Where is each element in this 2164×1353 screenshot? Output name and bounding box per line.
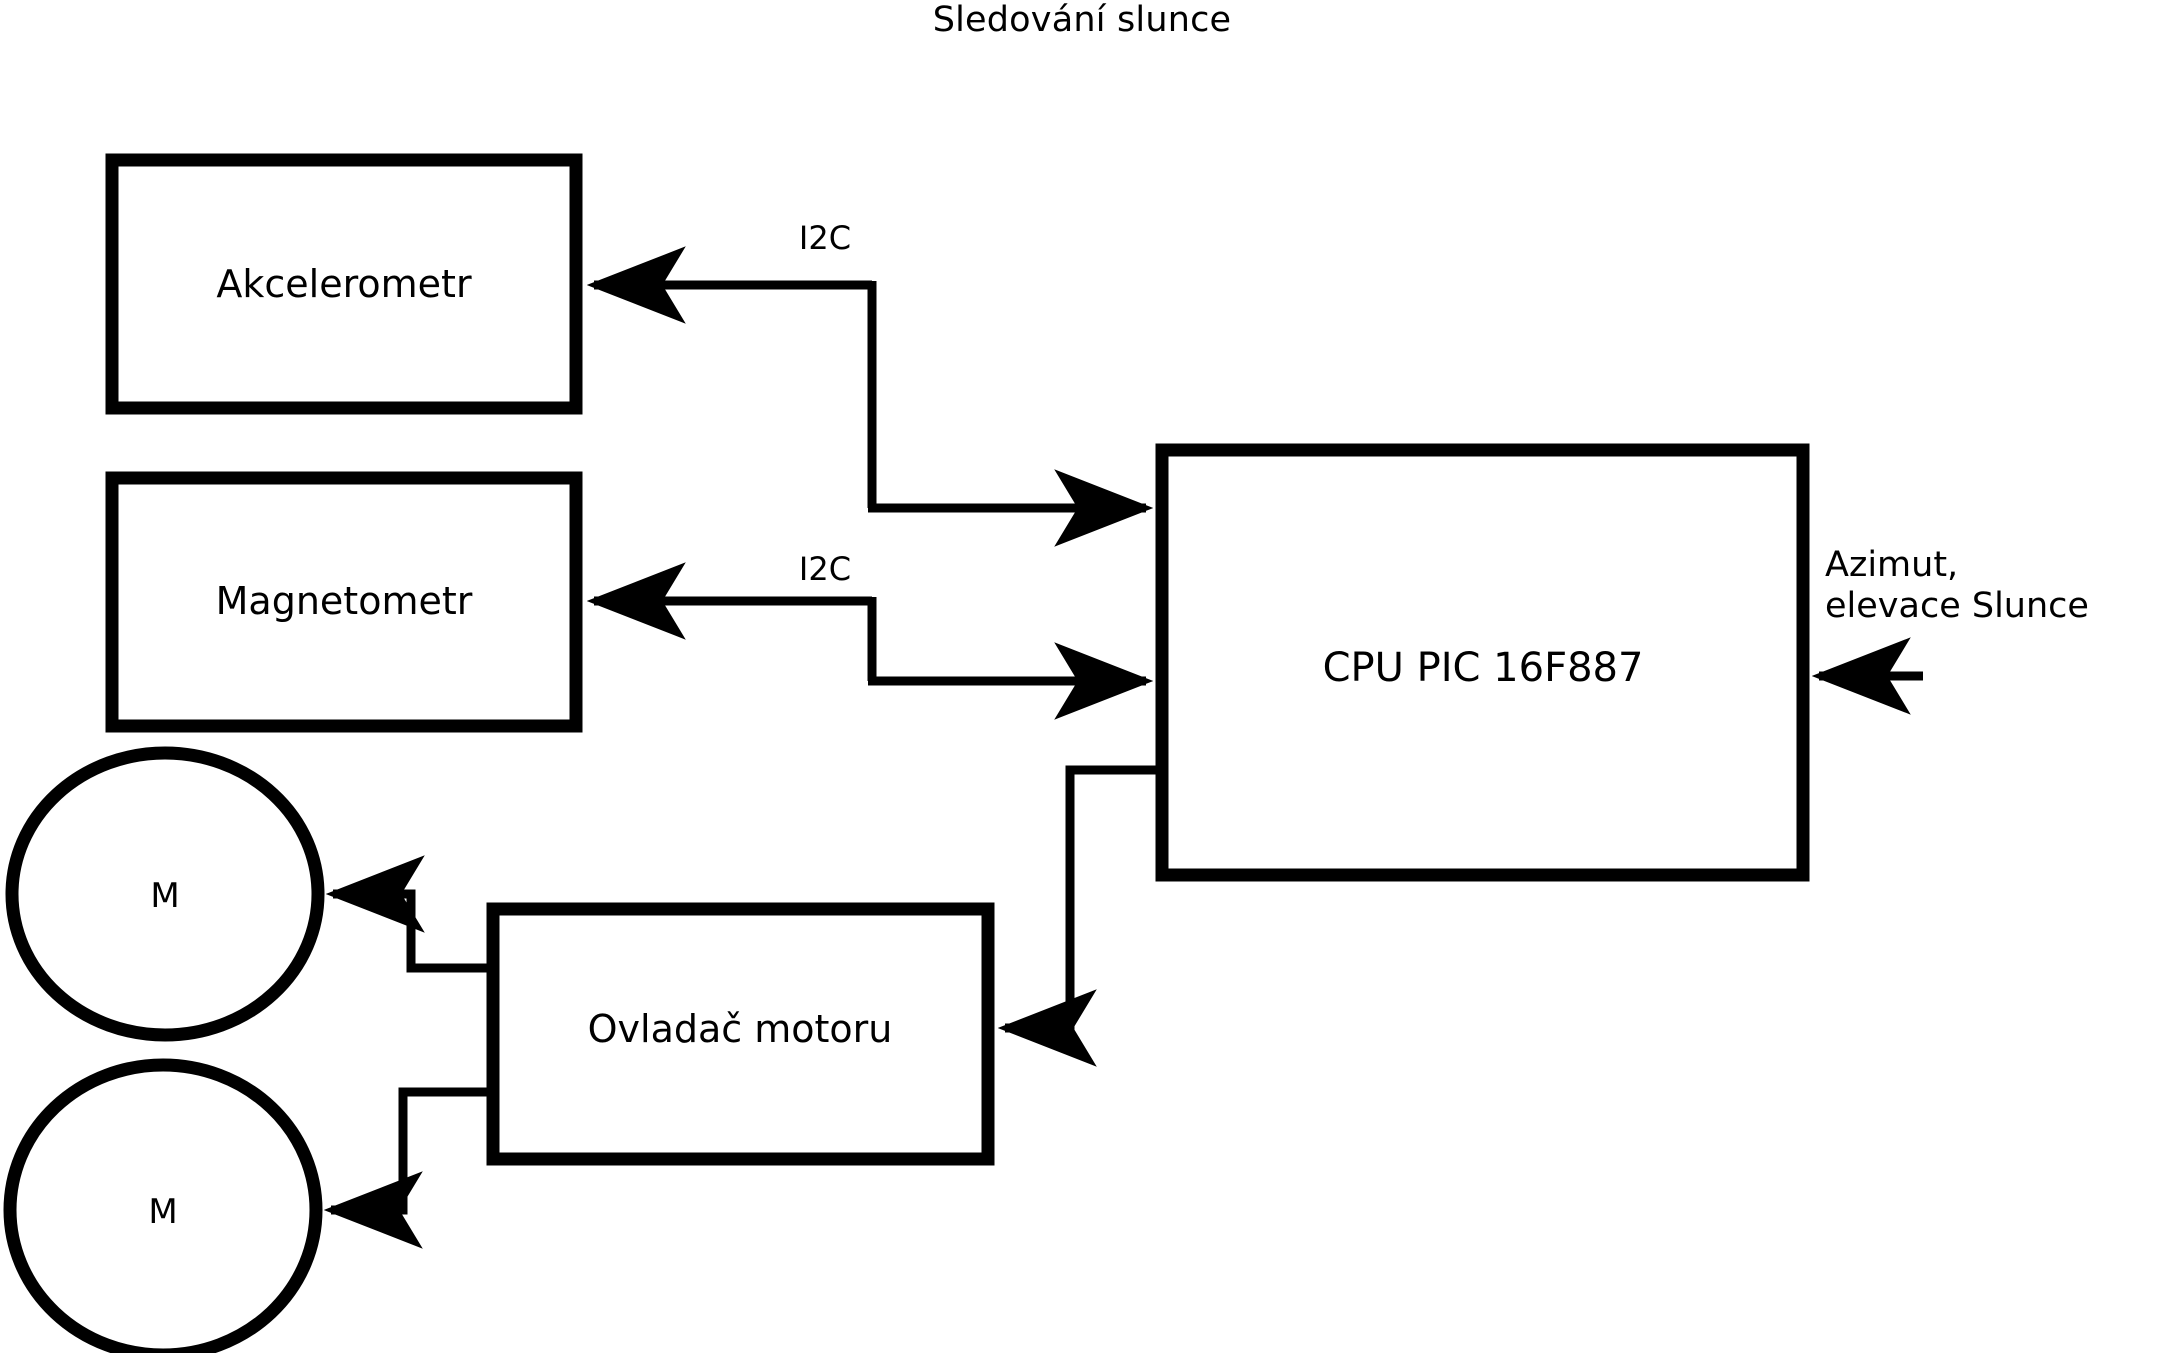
node-magnetometer-label: Magnetometr [215,579,473,624]
node-motor-bottom-label: M [148,1192,178,1233]
io-label-sun-input-line1: Azimut, [1825,545,1959,585]
node-accelerometer-shape [105,153,583,415]
node-motor-driver-shape [486,902,995,1166]
edge-motor-driver-to-motor-bottom [323,1087,493,1249]
node-motor-driver-label: Ovladač motoru [587,1007,893,1052]
io-label-sun-input-line2: elevace Slunce [1825,586,2089,627]
node-motor-top-shape [5,746,325,1042]
page-title: Sledování slunce [932,0,1232,40]
node-cpu-label: CPU PIC 16F887 [1322,645,1644,691]
edge-label-i2c-magnetometer: I2C [798,550,852,588]
node-motor-top-label: M [150,876,180,917]
io-label-sun-input: Azimut, elevace Slunce [1825,545,2089,628]
node-magnetometer-shape [105,471,583,733]
edge-cpu-to-motor-driver [997,765,1162,1067]
edge-motor-driver-to-motor-top [325,855,493,973]
node-motor-bottom-shape [3,1058,323,1353]
edge-label-i2c-accelerometer: I2C [798,219,852,257]
node-accelerometer-label: Akcelerometr [216,262,472,307]
node-cpu-shape [1155,443,1810,882]
